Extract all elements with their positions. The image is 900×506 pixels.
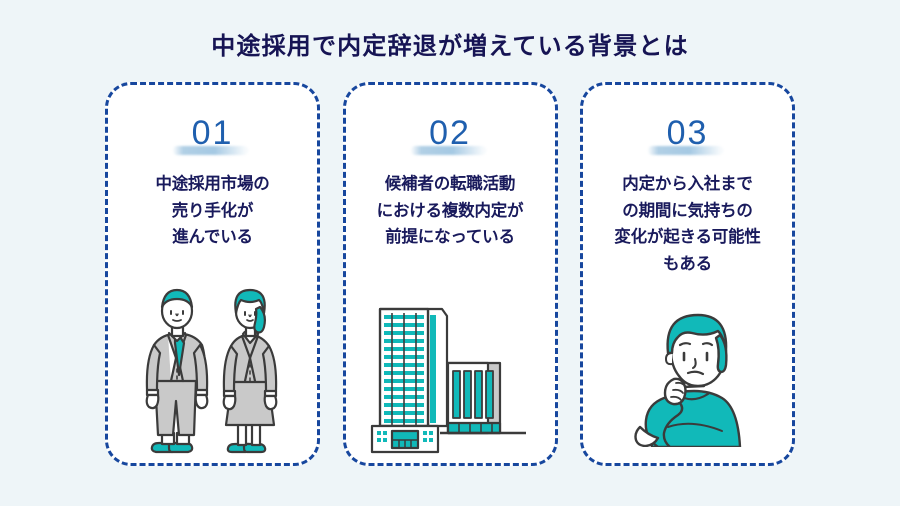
card-01-text: 中途採用市場の 売り手化が 進んでいる xyxy=(115,171,311,251)
card-03-number-wrap: 03 xyxy=(647,111,724,155)
card-01-line-1: 中途採用市場の xyxy=(155,175,270,193)
card-03-line-1: 内定から入社まで xyxy=(622,175,753,193)
cards-row: 01 中途採用市場の 売り手化が 進んでいる xyxy=(105,82,795,466)
office-buildings-illustration xyxy=(346,295,555,455)
two-businesspeople-illustration xyxy=(108,280,317,455)
brush-highlight-icon xyxy=(410,146,487,155)
card-02[interactable]: 02 候補者の転職活動 における複数内定が 前提になっている xyxy=(342,82,558,466)
card-01-line-3: 進んでいる xyxy=(172,228,253,247)
thinking-person-illustration xyxy=(583,307,792,447)
card-01-number: 01 xyxy=(191,114,234,152)
card-02-number-wrap: 02 xyxy=(410,111,487,155)
card-03[interactable]: 03 内定から入社まで の期間に気持ちの 変化が起きる可能性 もある xyxy=(580,82,795,466)
card-02-line-1: 候補者の転職活動 xyxy=(384,175,516,193)
card-02-number: 02 xyxy=(429,114,471,152)
brush-highlight-icon xyxy=(172,146,249,155)
page-title: 中途採用で内定辞退が増えている背景とは xyxy=(211,33,689,60)
card-02-text: 候補者の転職活動 における複数内定が 前提になっている xyxy=(352,171,548,251)
card-03-number: 03 xyxy=(666,114,709,152)
card-02-line-3: 前提になっている xyxy=(385,228,515,247)
card-01[interactable]: 01 中途採用市場の 売り手化が 進んでいる xyxy=(105,82,320,466)
card-01-line-2: 売り手化が xyxy=(171,201,254,220)
card-02-line-2: における複数内定が xyxy=(376,201,524,220)
brush-highlight-icon xyxy=(647,146,724,155)
card-03-line-3: 変化が起きる可能性 xyxy=(614,228,761,247)
card-01-number-wrap: 01 xyxy=(172,111,249,155)
card-03-line-4: もある xyxy=(663,255,712,274)
card-03-text: 内定から入社まで の期間に気持ちの 変化が起きる可能性 もある xyxy=(590,171,786,278)
card-03-line-2: の期間に気持ちの xyxy=(622,201,753,220)
